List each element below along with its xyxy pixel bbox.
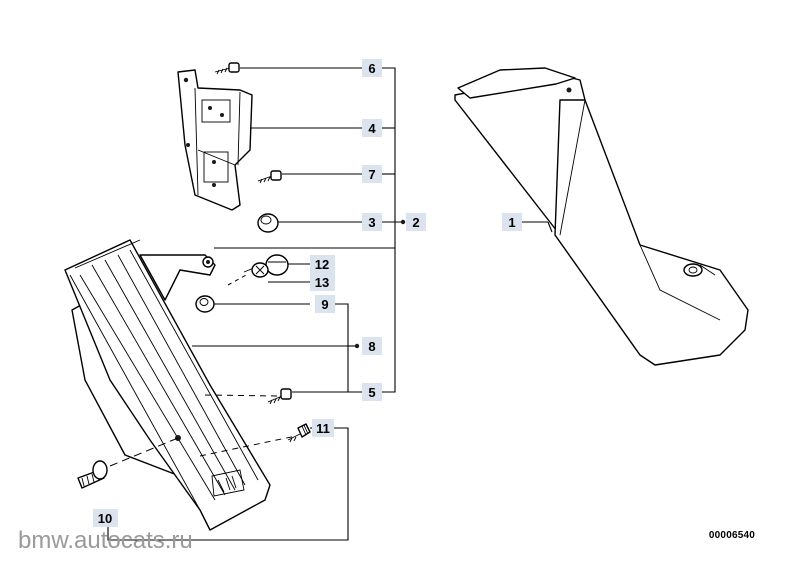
- callout-9: 9: [315, 295, 335, 313]
- callout-2-label: 2: [412, 215, 419, 230]
- clip-13: [243, 262, 269, 278]
- stop-buffer-10: [77, 460, 108, 489]
- callout-6-label: 6: [368, 61, 375, 76]
- callout-11: 11: [312, 419, 334, 437]
- callout-2: 2: [406, 213, 426, 231]
- callout-3: 3: [362, 213, 382, 231]
- callout-12: 12: [310, 255, 335, 273]
- callout-4: 4: [362, 119, 382, 137]
- callout-6: 6: [362, 59, 382, 77]
- screw-11: [287, 423, 311, 443]
- callout-9-label: 9: [321, 297, 328, 312]
- cap-12: [265, 254, 289, 276]
- diagram-code: 00006540: [708, 530, 755, 541]
- callout-8-label: 8: [368, 339, 375, 354]
- bushing-9: [195, 295, 215, 313]
- callout-13: 13: [310, 273, 335, 291]
- callout-1: 1: [502, 213, 522, 231]
- screw-7: [257, 170, 282, 184]
- screw-5: [267, 388, 292, 405]
- callout-7-label: 7: [368, 167, 375, 182]
- callout-3-label: 3: [368, 215, 375, 230]
- callout-5-label: 5: [368, 385, 375, 400]
- callout-8: 8: [362, 337, 382, 355]
- screw-6: [214, 62, 240, 75]
- callout-1-label: 1: [508, 215, 515, 230]
- bracket-part: [177, 69, 253, 211]
- pedal-part: [64, 239, 271, 531]
- callout-13-label: 13: [315, 275, 329, 290]
- callout-5: 5: [362, 383, 382, 401]
- watermark: bmw.autocats.ru: [18, 527, 193, 554]
- callout-11-label: 11: [316, 421, 330, 436]
- leader-lines: [107, 67, 553, 541]
- callout-7: 7: [362, 165, 382, 183]
- cover-part: [454, 67, 749, 366]
- callout-4-label: 4: [368, 121, 376, 136]
- callout-10: 10: [93, 509, 118, 527]
- callout-10-label: 10: [98, 511, 112, 526]
- bushing-3: [257, 213, 279, 233]
- callout-12-label: 12: [315, 257, 329, 272]
